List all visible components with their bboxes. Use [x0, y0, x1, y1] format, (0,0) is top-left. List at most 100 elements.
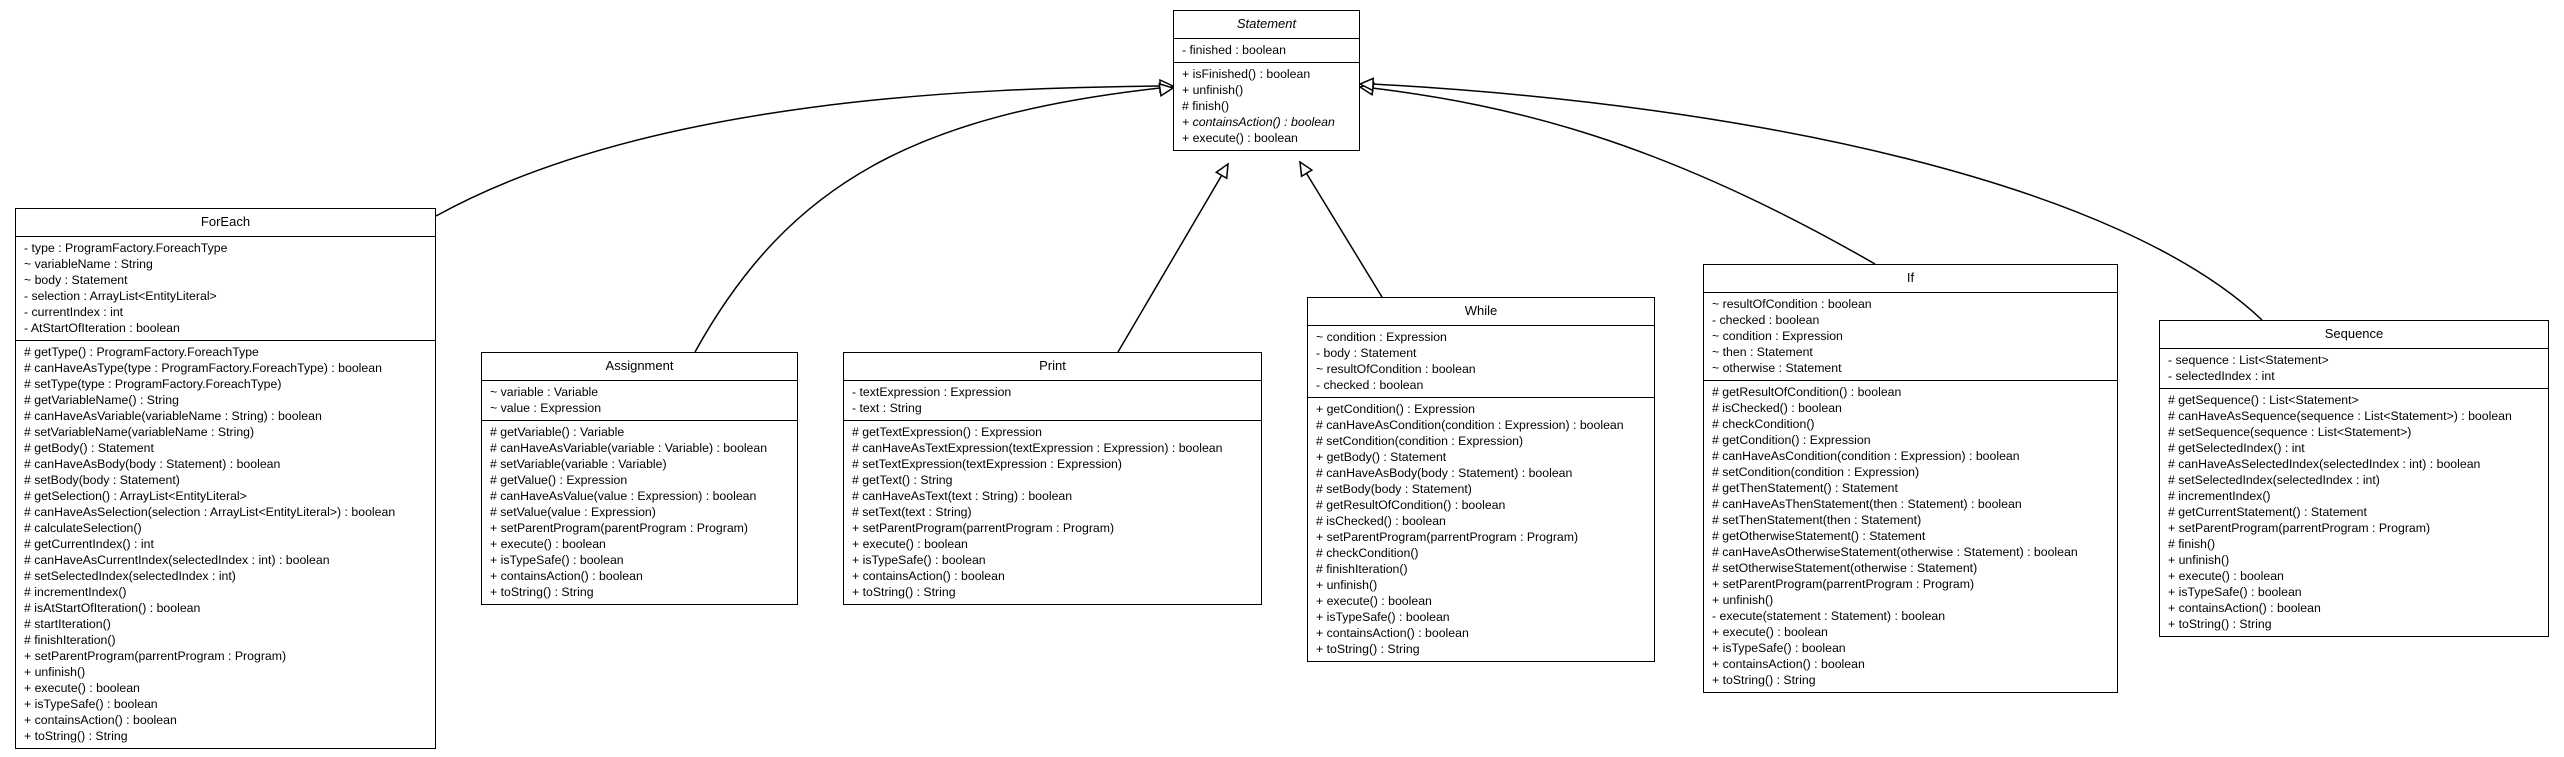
method: # getType() : ProgramFactory.ForeachType — [24, 345, 259, 359]
attribute: ~ variableName : String — [24, 257, 153, 271]
generalization-arrowhead-sequence — [1358, 77, 1374, 92]
method: + unfinish() — [1182, 83, 1244, 97]
method: # setThenStatement(then : Statement) — [1712, 513, 1922, 527]
method: + toString() : String — [24, 729, 128, 743]
method: # finish() — [2168, 537, 2216, 551]
method: + setParentProgram(parrentProgram : Prog… — [2168, 521, 2431, 535]
method: # getCondition() : Expression — [1712, 433, 1871, 447]
class-while: While~ condition : Expression- body : St… — [1307, 297, 1655, 662]
methods-compartment: + getCondition() : Expression# canHaveAs… — [1308, 397, 1654, 661]
method: # isAtStartOfIteration() : boolean — [24, 601, 201, 615]
method: # setBody(body : Statement) — [24, 473, 180, 487]
attribute: - AtStartOfIteration : boolean — [24, 321, 180, 335]
methods-compartment: # getTextExpression() : Expression # canH… — [844, 420, 1261, 604]
method: + unfinish() — [1316, 578, 1378, 592]
method: # getBody() : Statement — [24, 441, 154, 455]
generalization-line-while — [1301, 165, 1383, 298]
generalization-line-sequence — [1371, 83, 2263, 321]
method: # startIteration() — [24, 617, 111, 631]
method: # canHaveAsTextExpression(textExpression… — [852, 441, 1223, 455]
method: + containsAction() : boolean — [1316, 626, 1469, 640]
attribute: - text : String — [852, 401, 922, 415]
method: # canHaveAsValue(value : Expression) : b… — [490, 489, 757, 503]
method: # getThenStatement() : Statement — [1712, 481, 1898, 495]
methods-compartment: # getSequence() : List<Statement># canHa… — [2160, 388, 2548, 636]
generalization-line-assignment — [694, 87, 1161, 353]
method: + setParentProgram(parrentProgram : Prog… — [1712, 577, 1975, 591]
method: # finish() — [1182, 99, 1230, 113]
method: + toString() : String — [1316, 642, 1420, 656]
method: # canHaveAsCondition(condition : Express… — [1316, 418, 1624, 432]
method: # calculateSelection() — [24, 521, 142, 535]
attribute: - selectedIndex : int — [2168, 369, 2275, 383]
method: + unfinish() — [24, 665, 86, 679]
method: + isTypeSafe() : boolean — [852, 553, 986, 567]
method: # checkCondition() — [1712, 417, 1815, 431]
method: + containsAction() : boolean — [1712, 657, 1865, 671]
attribute: - sequence : List<Statement> — [2168, 353, 2329, 367]
method: # setSequence(sequence : List<Statement>… — [2168, 425, 2412, 439]
method: + execute() : boolean — [2168, 569, 2284, 583]
method: + execute() : boolean — [1712, 625, 1828, 639]
method: # setVariableName(variableName : String) — [24, 425, 255, 439]
method: # getSelection() : ArrayList<EntityLiter… — [24, 489, 247, 503]
attribute: - currentIndex : int — [24, 305, 124, 319]
method: + containsAction() : boolean — [852, 569, 1005, 583]
method: + isTypeSafe() : boolean — [490, 553, 624, 567]
method: + execute() : boolean — [1182, 131, 1298, 145]
attribute: ~ condition : Expression — [1712, 329, 1843, 343]
method: # getResultOfCondition() : boolean — [1316, 498, 1506, 512]
method: # getValue() : Expression — [490, 473, 628, 487]
method: # canHaveAsBody(body : Statement) : bool… — [24, 457, 281, 471]
method: # canHaveAsText(text : String) : boolean — [852, 489, 1073, 503]
method: + isTypeSafe() : boolean — [1712, 641, 1846, 655]
method: # setVariable(variable : Variable) — [490, 457, 667, 471]
method: # setTextExpression(textExpression : Exp… — [852, 457, 1122, 471]
method: # getSelectedIndex() : int — [2168, 441, 2305, 455]
attribute: ~ value : Expression — [490, 401, 602, 415]
attribute: ~ resultOfCondition : boolean — [1316, 362, 1476, 376]
method: # canHaveAsOtherwiseStatement(otherwise … — [1712, 545, 2078, 559]
class-name: Assignment — [482, 353, 797, 381]
class-name: Print — [844, 353, 1261, 381]
method: # canHaveAsCurrentIndex(selectedIndex : … — [24, 553, 330, 567]
attributes-compartment: ~ resultOfCondition : boolean- checked :… — [1704, 293, 2117, 380]
class-name: ForEach — [16, 209, 435, 237]
method: + toString() : String — [490, 585, 594, 599]
method: + setParentProgram(parrentProgram : Prog… — [24, 649, 287, 663]
generalization-line-print — [1117, 167, 1227, 353]
method: # getOtherwiseStatement() : Statement — [1712, 529, 1926, 543]
method: # setText(text : String) — [852, 505, 972, 519]
methods-compartment: # getVariable() : Variable # canHaveAsVar… — [482, 420, 797, 604]
method: # getCurrentIndex() : int — [24, 537, 154, 551]
method: + setParentProgram(parrentProgram : Prog… — [1316, 530, 1579, 544]
method: # getTextExpression() : Expression — [852, 425, 1043, 439]
attribute: ~ otherwise : Statement — [1712, 361, 1842, 375]
method: # incrementIndex() — [2168, 489, 2271, 503]
method: # getVariable() : Variable — [490, 425, 625, 439]
attribute: ~ variable : Variable — [490, 385, 599, 399]
method: # canHaveAsThenStatement(then : Statemen… — [1712, 497, 2022, 511]
method: # incrementIndex() — [24, 585, 127, 599]
class-name: Statement — [1174, 11, 1359, 39]
method: # setOtherwiseStatement(otherwise : Stat… — [1712, 561, 1978, 575]
method: # getResultOfCondition() : boolean — [1712, 385, 1902, 399]
attribute: - finished : boolean — [1182, 43, 1286, 57]
attributes-compartment: ~ condition : Expression- body : Stateme… — [1308, 326, 1654, 397]
method: # canHaveAsCondition(condition : Express… — [1712, 449, 2020, 463]
attributes-compartment: - finished : boolean — [1174, 39, 1359, 62]
class-name: While — [1308, 298, 1654, 326]
method: # setCondition(condition : Expression) — [1316, 434, 1524, 448]
method: # canHaveAsVariable(variable : Variable)… — [490, 441, 768, 455]
attribute: ~ body : Statement — [24, 273, 128, 287]
attributes-compartment: - sequence : List<Statement> - selectedIn… — [2160, 349, 2548, 388]
attributes-compartment: ~ variable : Variable ~ value : Expressio… — [482, 381, 797, 420]
methods-compartment: + isFinished() : boolean+ unfinish()# fi… — [1174, 62, 1359, 150]
method: # setSelectedIndex(selectedIndex : int) — [24, 569, 236, 583]
generalization-arrowhead-print — [1214, 162, 1229, 180]
generalization-arrowhead-assignment — [1158, 82, 1175, 98]
class-statement: Statement - finished : boolean + isFinishe… — [1173, 10, 1360, 151]
method: + containsAction() : boolean — [24, 713, 177, 727]
method: # canHaveAsBody(body : Statement) : bool… — [1316, 466, 1573, 480]
